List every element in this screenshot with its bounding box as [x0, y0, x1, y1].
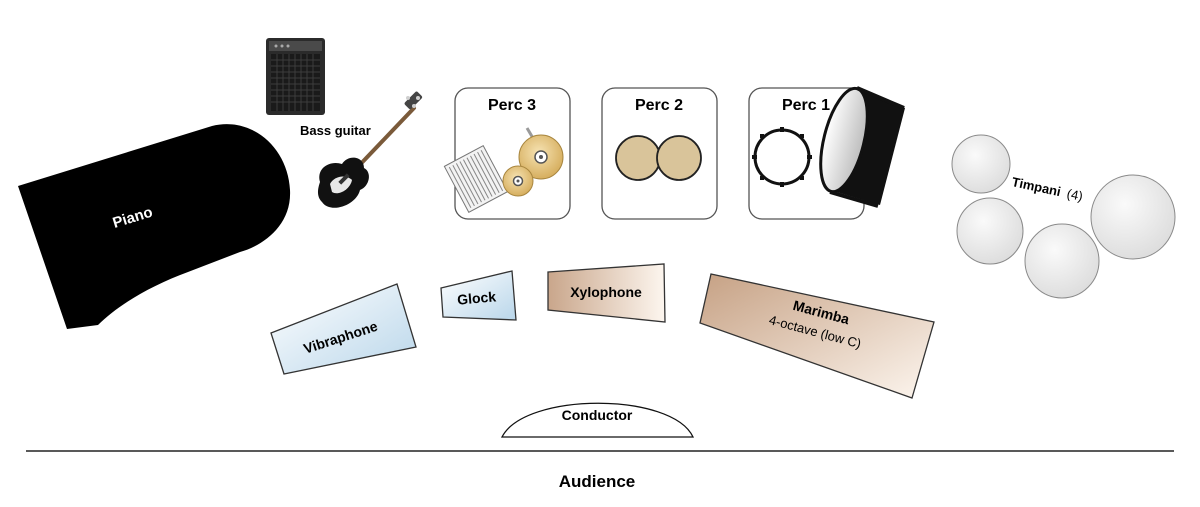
bass-guitar: Bass guitar [300, 91, 423, 208]
bass-guitar-label: Bass guitar [300, 123, 371, 138]
glock: Glock [440, 270, 517, 321]
piano: Piano [18, 124, 291, 329]
perc2-station: Perc 2 [601, 87, 718, 220]
xylophone: Xylophone [547, 263, 666, 323]
cymbals-icon [502, 127, 564, 197]
bongos-icon [615, 135, 702, 181]
bass-drum-icon [819, 86, 905, 208]
svg-text:Timpani (4): Timpani (4) [1011, 174, 1085, 204]
timpani: Timpani (4) [951, 134, 1176, 299]
marimba: Marimba 4-octave (low C) [699, 273, 935, 399]
timpani-label: Timpani [1011, 174, 1063, 199]
conductor-label: Conductor [562, 407, 633, 423]
snare-drum-icon [752, 127, 812, 187]
perc3-label: Perc 3 [488, 97, 536, 114]
piano-body-icon [18, 124, 291, 329]
timpani-count: (4) [1066, 186, 1085, 204]
perc1-label: Perc 1 [782, 97, 830, 114]
xylophone-frame [547, 263, 666, 323]
glock-label: Glock [456, 288, 496, 307]
conductor-podium [500, 402, 695, 438]
bass-guitar-icon [318, 91, 423, 208]
marimba-frame [699, 273, 935, 399]
bass-amplifier-icon [266, 38, 325, 115]
perc2-label: Perc 2 [635, 97, 683, 114]
conductor: Conductor [500, 402, 695, 438]
timpani-drum-4 [1090, 174, 1176, 260]
timpani-drum-3 [1024, 223, 1100, 299]
xylophone-label: Xylophone [570, 284, 642, 300]
perc1-station: Perc 1 [748, 86, 905, 220]
audience-label: Audience [559, 472, 636, 491]
timpani-drum-1 [951, 134, 1011, 194]
vibraphone: Vibraphone [270, 283, 417, 375]
glock-frame [440, 270, 517, 321]
vibraphone-frame [270, 283, 417, 375]
perc3-station: Perc 3 [443, 87, 571, 220]
timpani-drum-2 [956, 197, 1024, 265]
chimes-icon [443, 145, 509, 213]
